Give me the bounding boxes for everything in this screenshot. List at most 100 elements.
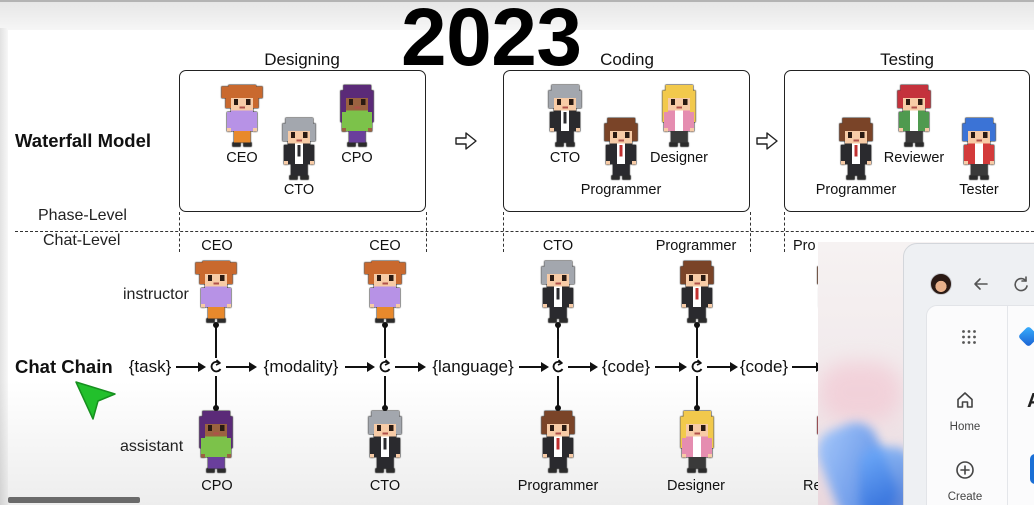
- wallpaper-bloom: [818, 362, 903, 422]
- assistant-programmer-avatar: [536, 408, 580, 474]
- chat-loop-icon: [550, 358, 566, 376]
- instructor-programmer-avatar: [675, 258, 719, 324]
- app-panel: Home Create A: [926, 305, 1034, 505]
- designing-cpo-avatar: [335, 82, 379, 148]
- level-divider: [15, 231, 1034, 232]
- chain-arrow: [568, 362, 598, 372]
- year-overlay: 2023: [401, 0, 582, 83]
- content-tile[interactable]: [1030, 454, 1034, 484]
- designing-cto-avatar: [277, 115, 321, 181]
- phase-boundary-line: [503, 212, 504, 252]
- profile-avatar[interactable]: [930, 273, 952, 295]
- role-label: CEO: [226, 150, 258, 166]
- phase-arrow-icon: [455, 132, 477, 150]
- connector-dot: [382, 322, 388, 328]
- instructor-ceo-avatar: [363, 258, 407, 324]
- chain-arrow: [226, 362, 257, 372]
- chat-loop-icon: [689, 358, 705, 376]
- instructor-role-label: Programmer: [655, 238, 737, 254]
- refresh-icon[interactable]: [1012, 275, 1030, 293]
- instructor-cto-avatar: [536, 258, 580, 324]
- assistant-role-label: CTO: [369, 478, 401, 494]
- chain-message: {language}: [432, 357, 514, 376]
- instructor-role-label: CTO: [542, 238, 574, 254]
- video-progress-bar[interactable]: [8, 497, 140, 503]
- chain-arrow: [345, 362, 375, 372]
- sidebar-divider: [1007, 306, 1008, 505]
- phase-box-coding: [503, 70, 750, 212]
- chain-arrow: [395, 362, 426, 372]
- plus-circle-icon: [956, 461, 974, 479]
- phase-level-label: Phase-Level: [38, 207, 127, 224]
- content-heading: A: [1027, 390, 1034, 412]
- phase-boundary-line: [426, 212, 427, 252]
- role-label: CTO: [549, 150, 581, 166]
- assistant-designer-avatar: [675, 408, 719, 474]
- assistant-cto-avatar: [363, 408, 407, 474]
- left-edge-strip: [0, 28, 8, 505]
- instructor-role-label: CEO: [201, 238, 233, 254]
- chat-chain-label: Chat Chain: [15, 356, 113, 377]
- chat-level-label: Chat-Level: [43, 232, 121, 249]
- role-label: CPO: [341, 150, 373, 166]
- assistant-cpo-avatar: [194, 408, 238, 474]
- chain-arrow: [176, 362, 206, 372]
- pointer-cursor-icon: [75, 381, 116, 420]
- assistant-label: assistant: [120, 438, 184, 455]
- phase-box-testing: [784, 70, 1030, 212]
- connector-dot: [213, 405, 219, 411]
- instructor-role-label: Pro: [793, 238, 816, 254]
- testing-tester-avatar: [957, 115, 1001, 181]
- phase-title-testing: Testing: [880, 50, 934, 69]
- browser-window: Home Create A: [903, 243, 1034, 505]
- chain-arrow: [655, 362, 687, 372]
- sidebar-item-label: Create: [947, 491, 983, 503]
- phase-title-designing: Designing: [264, 50, 340, 69]
- chain-arrow: [519, 362, 549, 372]
- apps-grid-icon[interactable]: [961, 329, 977, 345]
- sidebar-item-create[interactable]: Create: [937, 456, 993, 505]
- phase-boundary-line: [784, 212, 785, 252]
- role-label: Designer: [649, 150, 709, 166]
- picture-in-picture-overlay: Home Create A: [818, 242, 1034, 505]
- role-label: Reviewer: [883, 150, 945, 166]
- home-icon: [957, 392, 973, 408]
- assistant-role-label: Re: [803, 478, 822, 494]
- designing-ceo-avatar: [220, 82, 264, 148]
- instructor-role-label: CEO: [369, 238, 401, 254]
- chain-message: {modality}: [263, 357, 339, 376]
- top-band: [0, 0, 1034, 30]
- chat-loop-icon: [208, 358, 224, 376]
- back-arrow-icon[interactable]: [972, 275, 990, 293]
- coding-cto-avatar: [543, 82, 587, 148]
- role-label: Tester: [959, 182, 999, 198]
- phase-boundary-line: [179, 212, 180, 252]
- phase-box-designing: [179, 70, 426, 212]
- connector-dot: [382, 405, 388, 411]
- coding-designer-avatar: [657, 82, 701, 148]
- connector-dot: [555, 405, 561, 411]
- role-label: CTO: [283, 182, 315, 198]
- chain-arrow: [707, 362, 738, 372]
- phase-arrow-icon: [756, 132, 778, 150]
- chain-message: {code}: [601, 357, 651, 376]
- coding-programmer-avatar: [599, 115, 643, 181]
- phase-boundary-line: [750, 212, 751, 252]
- phase-title-coding: Coding: [600, 50, 654, 69]
- instructor-label: instructor: [123, 286, 189, 303]
- connector-dot: [213, 322, 219, 328]
- testing-reviewer-avatar: [892, 82, 936, 148]
- chain-message: {task}: [128, 357, 172, 376]
- chain-message: {code}: [739, 357, 789, 376]
- sidebar-item-home[interactable]: Home: [937, 386, 993, 440]
- role-label: Programmer: [815, 182, 897, 198]
- testing-programmer-avatar: [834, 115, 878, 181]
- waterfall-model-label: Waterfall Model: [15, 130, 152, 151]
- connector-dot: [694, 322, 700, 328]
- chat-loop-icon: [377, 358, 393, 376]
- instructor-ceo-avatar: [194, 258, 238, 324]
- brand-logo-icon: [1017, 325, 1034, 348]
- role-label: Programmer: [580, 182, 662, 198]
- connector-dot: [694, 405, 700, 411]
